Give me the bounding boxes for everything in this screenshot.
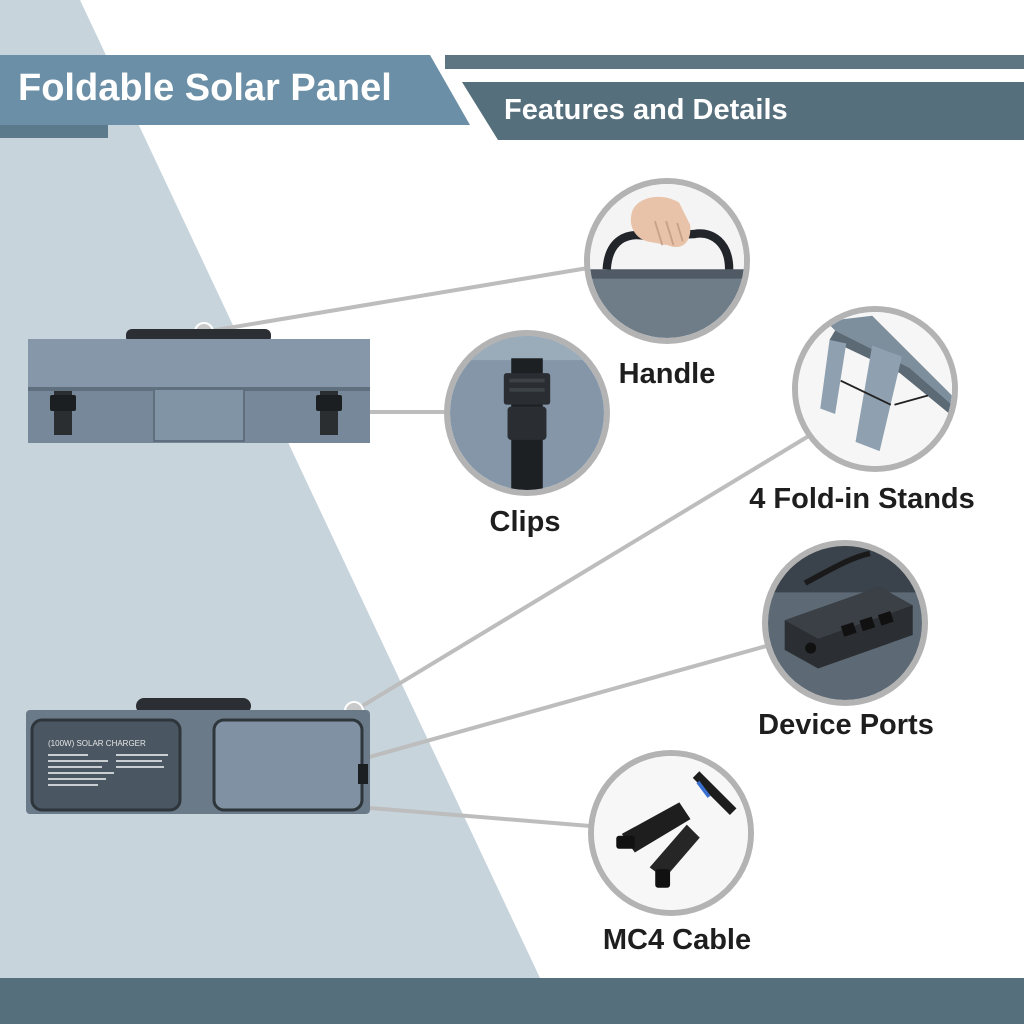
handle-icon — [590, 184, 744, 338]
connector-handle — [203, 266, 589, 334]
label-stands: 4 Fold-in Stands — [749, 483, 975, 515]
footer-bar — [0, 978, 1024, 1024]
label-ports: Device Ports — [758, 709, 934, 741]
buckle-icon — [450, 336, 604, 490]
stand-icon — [798, 312, 952, 466]
label-cable: MC4 Cable — [602, 924, 752, 956]
title-band-shadow — [0, 125, 108, 138]
label-handle: Handle — [618, 358, 716, 390]
page-title: Foldable Solar Panel — [18, 67, 392, 109]
connector-stands — [352, 432, 814, 713]
folded-panel-open: (100W) SOLAR CHARGER — [24, 694, 372, 818]
callout-ports — [762, 540, 928, 706]
callout-cable — [588, 750, 754, 916]
label-clips: Clips — [489, 506, 561, 538]
product-label-heading: (100W) SOLAR CHARGER — [48, 739, 146, 748]
subtitle-band: Features and Details — [462, 82, 1024, 140]
page-subtitle: Features and Details — [504, 94, 788, 126]
connector-ports — [329, 643, 771, 770]
callout-stands — [792, 306, 958, 472]
callout-clips — [444, 330, 610, 496]
callout-handle — [584, 178, 750, 344]
mc4-connector-icon — [594, 756, 748, 910]
folded-panel-closed — [26, 325, 372, 445]
title-band: Foldable Solar Panel — [0, 55, 470, 125]
usb-ports-icon — [768, 546, 922, 700]
header-top-stripe — [445, 55, 1024, 69]
